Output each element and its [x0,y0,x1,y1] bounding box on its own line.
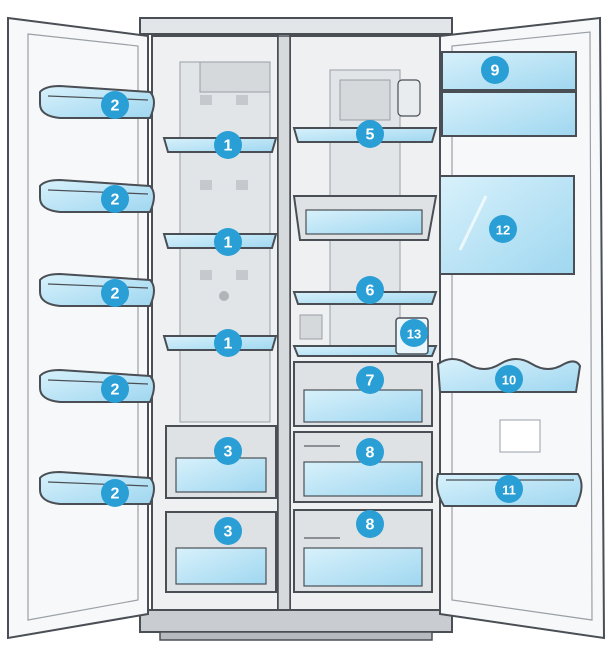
callout-left-door-bin-5: 2 [101,479,129,507]
callout-fridge-shelf-middle: 6 [356,276,384,304]
left-door-bin [39,470,155,505]
callout-badge-circle [101,279,129,307]
center-divider [277,35,291,611]
callout-badge-label: 1 [224,138,233,155]
fridge-bin [292,195,438,241]
callout-badge-label: 3 [224,444,233,461]
callout-badge-label: 13 [407,327,421,342]
callout-fridge-drawer-bottom: 8 [356,510,384,538]
callout-freezer-drawer-2: 3 [214,517,242,545]
fridge-drawer [293,431,433,503]
callout-badge-circle [214,228,242,256]
cabinet-top [139,17,453,35]
callout-badge-label: 5 [366,127,375,144]
right-door-label-plate [499,419,541,453]
callout-badge-circle [481,56,509,84]
callout-badge-circle [356,366,384,394]
callout-right-door-dairy: 9 [481,56,509,84]
callout-fridge-drawer-top: 7 [356,366,384,394]
callout-badge-circle [101,91,129,119]
callout-badge-circle [214,517,242,545]
left-door-bin [39,84,155,119]
callout-badge-circle [356,276,384,304]
left-door-bin [39,368,155,403]
callout-badge-circle [356,438,384,466]
callout-freezer-shelf-1: 1 [214,131,242,159]
callout-left-door-bin-3: 2 [101,279,129,307]
callout-badge-label: 8 [366,517,375,534]
callout-badge-label: 2 [111,98,120,115]
callout-fridge-drawer-middle: 8 [356,438,384,466]
callout-badge-label: 3 [224,524,233,541]
callout-left-door-bin-2: 2 [101,185,129,213]
callout-badge-label: 2 [111,286,120,303]
callout-badge-circle [495,365,523,393]
callout-badge-label: 11 [502,483,516,498]
callout-badge-label: 7 [366,373,375,390]
callout-freezer-drawer-1: 3 [214,437,242,465]
callout-left-door-bin-1: 2 [101,91,129,119]
callout-freezer-shelf-3: 1 [214,329,242,357]
callout-right-door-wave-shelf: 10 [495,365,523,393]
left-door-bin [39,178,155,213]
callout-badge-circle [214,329,242,357]
callout-badge-circle [101,375,129,403]
right-door-dairy-compartment [441,51,577,137]
callout-badge-label: 12 [496,223,510,238]
callout-badge-circle [101,479,129,507]
callout-badge-label: 2 [111,192,120,209]
callout-badge-label: 2 [111,382,120,399]
callout-fridge-shelf-top: 5 [356,120,384,148]
callout-badge-circle [356,510,384,538]
callout-badge-label: 2 [111,486,120,503]
base-plinth [159,631,433,641]
callout-badge-circle [356,120,384,148]
callout-badge-label: 1 [224,235,233,252]
callout-badge-label: 9 [491,63,500,80]
callout-badge-circle [214,437,242,465]
callout-egg-tray: 13 [400,319,428,347]
callout-badge-circle [495,475,523,503]
callout-right-door-large-bin: 12 [489,215,517,243]
left-door-bin [39,272,155,307]
base-grille [139,609,453,633]
callout-left-door-bin-4: 2 [101,375,129,403]
callout-badge-label: 8 [366,445,375,462]
callout-badge-label: 10 [502,373,516,388]
callout-freezer-shelf-2: 1 [214,228,242,256]
callout-badge-circle [489,215,517,243]
callout-badge-circle [101,185,129,213]
callout-badge-label: 6 [366,283,375,300]
callout-badge-circle [400,319,428,347]
callout-badge-circle [214,131,242,159]
callout-badge-label: 1 [224,336,233,353]
callout-right-door-bottom-bin: 11 [495,475,523,503]
